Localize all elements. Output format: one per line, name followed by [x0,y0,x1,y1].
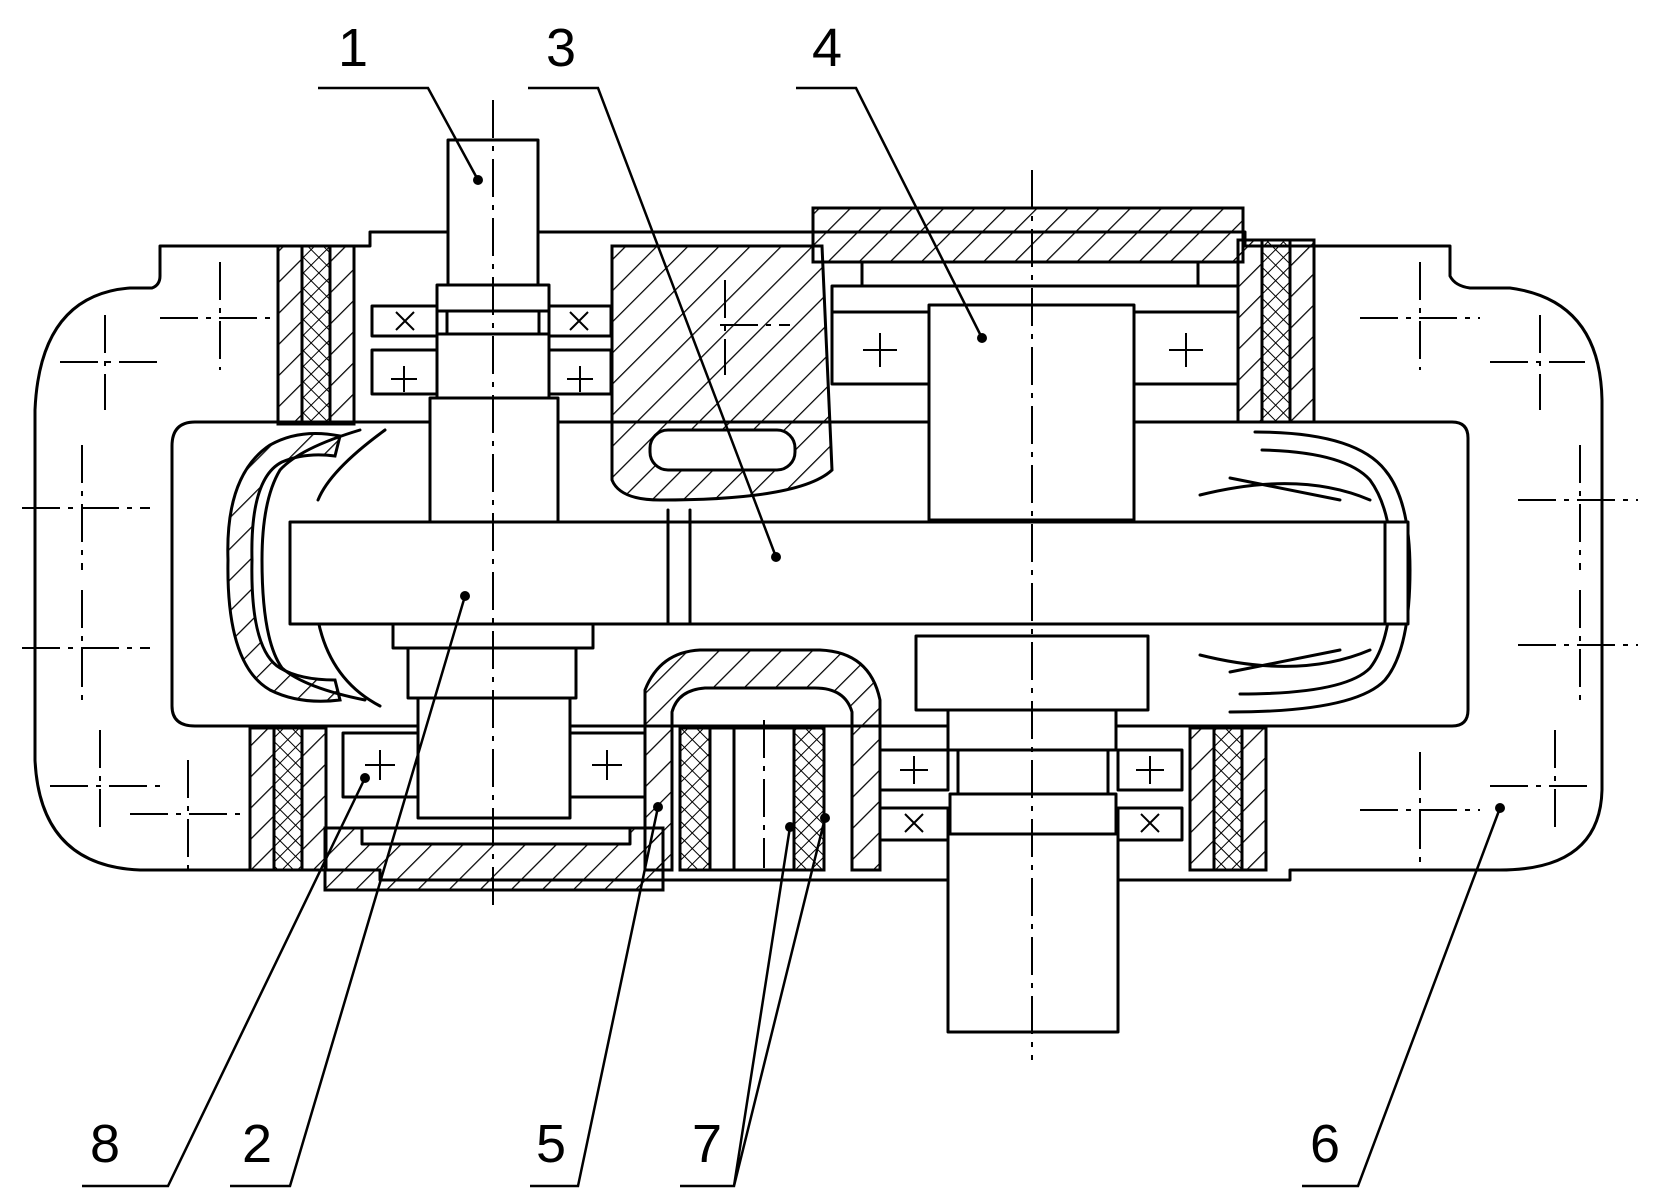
upper-right-cap [811,206,1245,264]
left-lower-bearings [341,731,647,799]
callout-label: 4 [812,18,842,78]
callout-2: 2 [230,591,470,1188]
keyway-slot [648,428,797,472]
callout-7: 7 [680,813,830,1188]
callout-label: 5 [536,1114,566,1174]
left-curved-shroud [226,431,342,703]
left-seal-top [276,244,356,426]
center-lines [22,100,1638,1060]
callout-4: 4 [796,18,987,343]
callout-8: 8 [82,773,370,1188]
callout-label: 3 [546,18,576,78]
right-seal-bottom [1188,726,1268,872]
callout-6: 6 [1302,803,1505,1188]
left-seal-bottom [248,726,328,872]
outer-housing [33,230,1604,882]
callout-label: 8 [90,1114,120,1174]
callout-label: 7 [692,1114,722,1174]
callout-5: 5 [530,802,663,1188]
bearing-cross-symbols [365,311,1203,833]
callout-label: 6 [1310,1114,1340,1174]
callout-3: 3 [528,18,781,562]
callout-label: 2 [242,1114,272,1174]
callout-1: 1 [318,18,483,185]
right-seal-top [1236,238,1316,424]
lower-seal-stack [678,726,826,872]
main-gear-bar [288,508,1410,626]
callout-label: 1 [338,18,368,78]
right-lower-bearings [878,748,1184,842]
